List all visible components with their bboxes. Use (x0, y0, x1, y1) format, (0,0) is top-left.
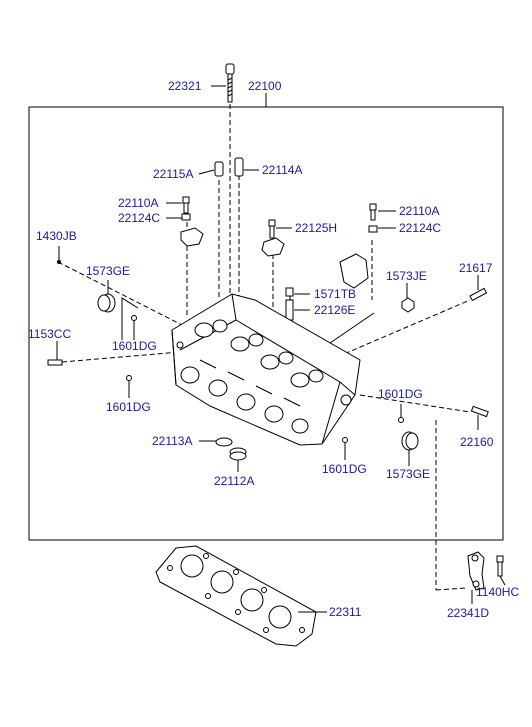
callout-22110A-right[interactable]: 22110A (399, 204, 440, 218)
plug-1573JE-part[interactable] (401, 297, 415, 313)
callout-22112A[interactable]: 22112A (214, 474, 255, 488)
callout-22341D[interactable]: 22341D (447, 606, 490, 620)
bolt-22125H-part[interactable] (268, 219, 276, 239)
callout-21617[interactable]: 21617 (459, 261, 493, 275)
callout-22110A-left[interactable]: 22110A (118, 196, 159, 210)
dowel-part[interactable] (285, 287, 294, 321)
cap-bolt-left-part[interactable] (181, 196, 191, 221)
callout-22311[interactable]: 22311 (329, 605, 362, 619)
cylinder-head-part[interactable] (171, 293, 361, 446)
cap-bolt-right-part[interactable] (368, 203, 378, 233)
callout-1601DG-d[interactable]: 1601DG (322, 462, 367, 476)
callout-1571TB[interactable]: 1571TB (314, 287, 357, 301)
callout-1153CC[interactable]: 1153CC (28, 327, 72, 341)
callout-22125H[interactable]: 22125H (295, 221, 338, 235)
seal-cap-left-part[interactable] (97, 293, 116, 313)
callout-1430JB[interactable]: 1430JB (36, 229, 77, 243)
callout-1573GE-top[interactable]: 1573GE (86, 264, 131, 278)
callout-22113A[interactable]: 22113A (152, 434, 193, 448)
callout-1601DG-c[interactable]: 1601DG (378, 387, 423, 401)
plug-1601DG-part[interactable] (126, 315, 404, 443)
valve-seal-part[interactable] (215, 437, 247, 461)
callout-22124C-left[interactable]: 22124C (118, 211, 161, 225)
stud-1153CC-part[interactable] (47, 359, 63, 366)
callout-22114A[interactable]: 22114A (262, 163, 303, 177)
callout-22126E[interactable]: 22126E (314, 303, 356, 317)
hanger-bracket-part[interactable] (467, 551, 504, 591)
stud-right-part[interactable] (469, 287, 489, 418)
callout-22124C-right[interactable]: 22124C (399, 221, 442, 235)
head-bolt-part[interactable] (225, 63, 235, 103)
head-gasket-part[interactable] (155, 545, 317, 647)
callout-22321[interactable]: 22321 (168, 79, 202, 93)
callout-1601DG-b[interactable]: 1601DG (106, 400, 151, 414)
valve-guide-part[interactable] (214, 157, 244, 177)
callout-22115A[interactable]: 22115A (153, 167, 194, 181)
seal-cap-right-part[interactable] (401, 431, 419, 451)
camshaft-cap-part[interactable] (180, 227, 369, 289)
callout-22100[interactable]: 22100 (248, 79, 282, 93)
callout-22160[interactable]: 22160 (460, 435, 494, 449)
callout-1573JE[interactable]: 1573JE (386, 269, 427, 283)
callout-1601DG-a[interactable]: 1601DG (112, 339, 157, 353)
callout-1573GE-bottom[interactable]: 1573GE (386, 467, 431, 481)
callout-1140HC[interactable]: 1140HC (476, 585, 520, 599)
